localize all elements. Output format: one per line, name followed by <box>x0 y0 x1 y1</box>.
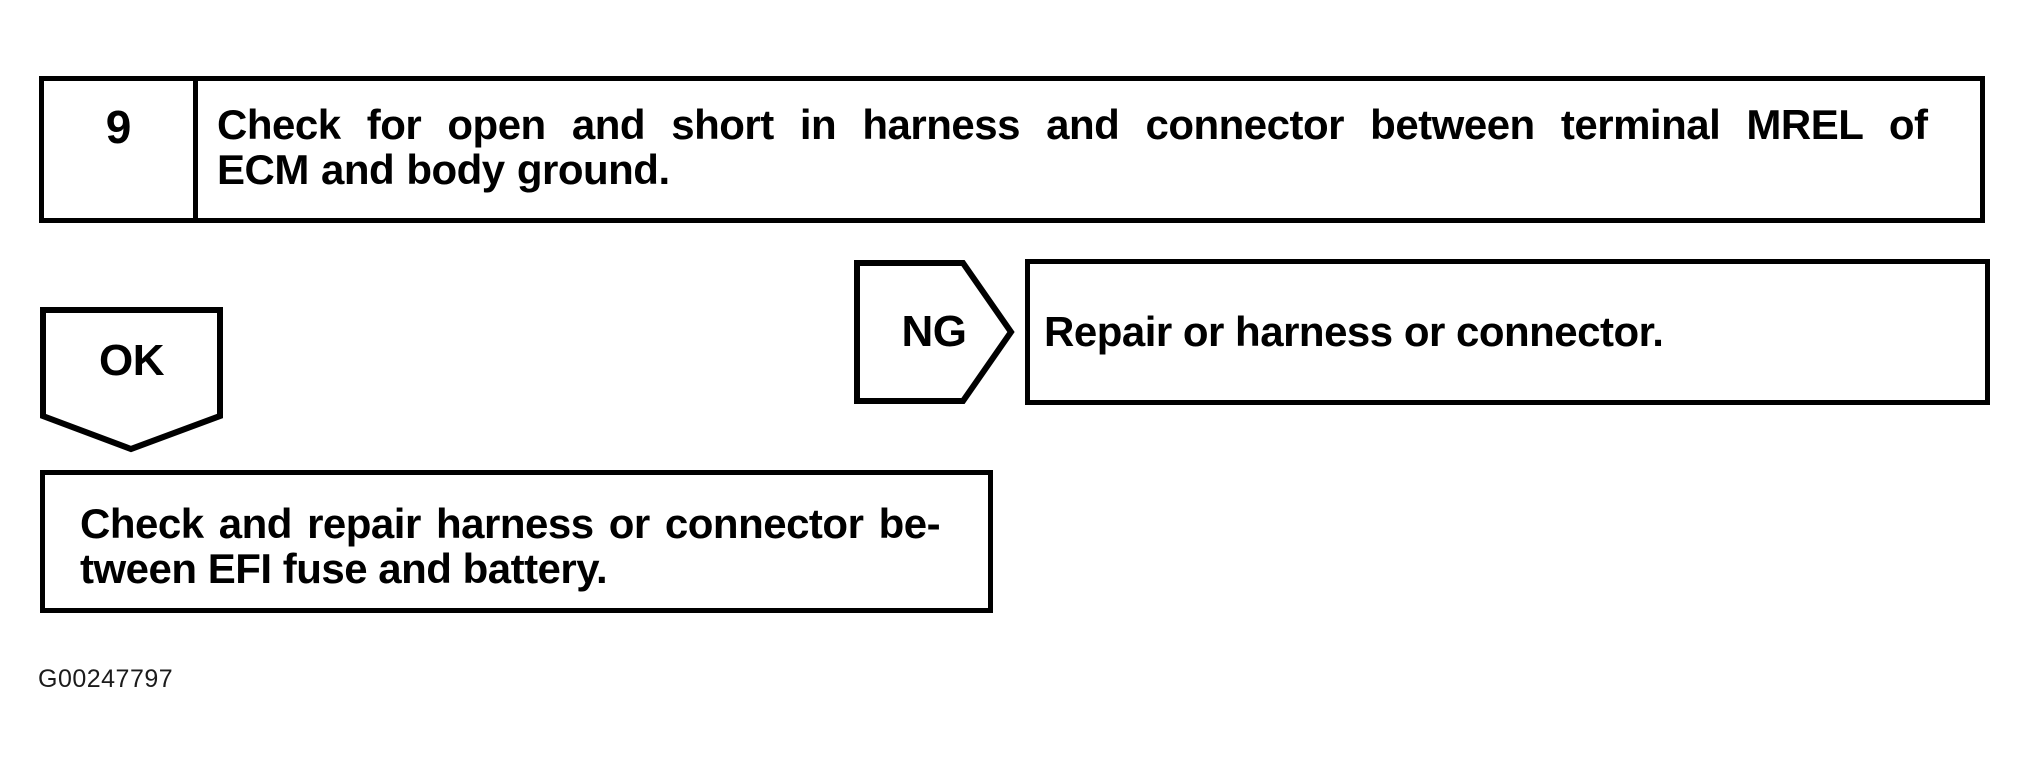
right-arrow-pentagon-icon <box>854 260 1015 404</box>
figure-id-label: G00247797 <box>38 665 174 693</box>
down-arrow-pentagon-icon <box>40 307 223 453</box>
ok-result-box: Check and repair harness or connector be… <box>40 470 993 613</box>
ok-result-line-1: Check and repair harness or connector be… <box>80 500 941 547</box>
step-box: 9 Check for open and short in harness an… <box>39 76 1985 223</box>
ng-label: NG <box>901 307 968 356</box>
step-instruction: Check for open and short in harness and … <box>198 81 1980 218</box>
step-number: 9 <box>105 101 132 153</box>
step-instruction-line-1: Check for open and short in harness and … <box>217 101 1928 148</box>
ng-branch-arrow: NG <box>853 259 1015 405</box>
step-instruction-line-2: ECM and body ground. <box>217 146 670 193</box>
ok-branch-arrow: OK <box>39 306 224 453</box>
ng-result-box: Repair or harness or connector. <box>1025 259 1990 405</box>
ok-result-line-2: tween EFI fuse and battery. <box>80 545 608 592</box>
ok-label: OK <box>99 336 165 385</box>
step-number-cell: 9 <box>44 81 198 218</box>
ng-result-text: Repair or harness or connector. <box>1044 308 1664 355</box>
